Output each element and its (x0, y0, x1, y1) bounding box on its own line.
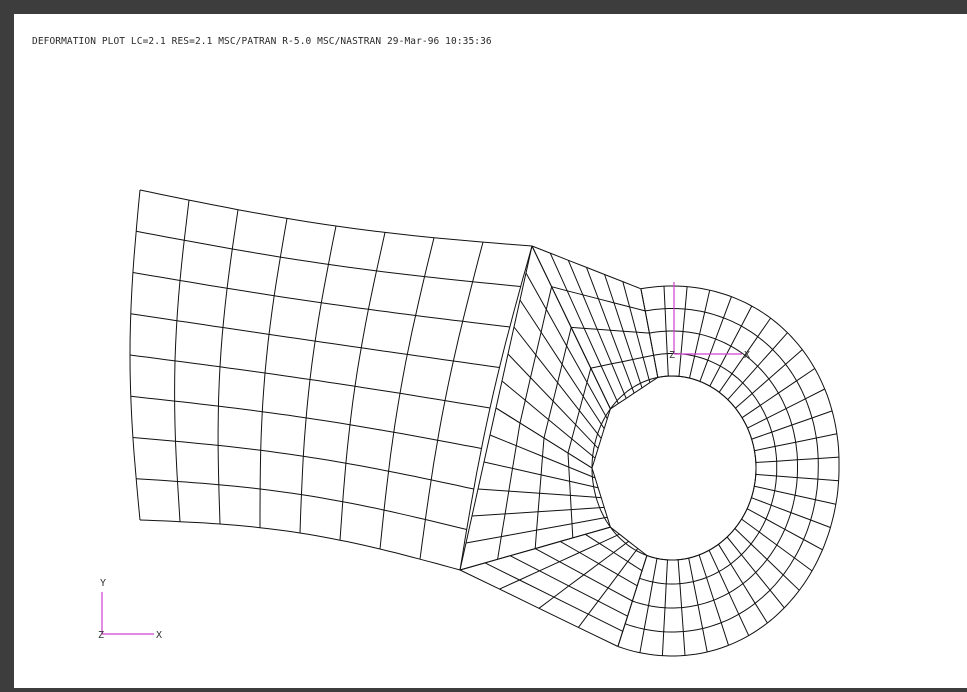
rect-horizontal-line (129, 354, 491, 409)
transition-line (519, 286, 553, 424)
ring-radial-line (727, 332, 788, 400)
global-axis-triad: Y X Z (98, 578, 162, 641)
mesh-rectangular-region (129, 189, 533, 571)
ring-radial-line (754, 485, 836, 505)
rect-horizontal-line (139, 519, 461, 571)
mesh-transition-region (459, 245, 659, 647)
ring-radial-line (617, 555, 648, 647)
ring-radial-line (639, 558, 658, 653)
graphics-viewport[interactable]: DEFORMATION PLOT LC=2.1 RES=2.1 MSC/PATR… (14, 14, 967, 688)
ring-radial-line (741, 518, 813, 572)
ring-radial-line (751, 497, 831, 528)
transition-line (538, 540, 629, 609)
rect-vertical-line (339, 232, 386, 541)
ring-radial-line (741, 368, 816, 419)
transition-line (571, 326, 650, 334)
rect-horizontal-line (132, 272, 510, 328)
ring-radial-line (735, 349, 803, 409)
transition-line (567, 452, 574, 538)
transition-line (534, 437, 545, 549)
rect-horizontal-line (139, 189, 533, 247)
mesh-hole-ring (591, 285, 840, 657)
triad-z-label: Z (98, 630, 104, 641)
ring-radial-line (747, 388, 825, 429)
ring-radial-line (726, 536, 785, 609)
ring-radial-line (699, 296, 732, 382)
triad-y-label: Y (100, 578, 106, 589)
transition-line (531, 245, 642, 290)
ring-radial-line (689, 290, 711, 379)
transition-line (543, 327, 572, 439)
local-z-label: Z (669, 350, 675, 361)
ring-radial-line (661, 559, 668, 656)
hole-edge (591, 375, 757, 561)
rect-horizontal-line (136, 478, 467, 530)
ring-radial-line (698, 554, 729, 646)
plot-title: DEFORMATION PLOT LC=2.1 RES=2.1 MSC/PATR… (32, 36, 492, 47)
ring-radial-line (754, 433, 838, 452)
rect-vertical-line (379, 237, 435, 550)
transition-line (578, 548, 639, 628)
transition-line (459, 569, 619, 647)
ring-radial-line (746, 508, 823, 551)
triad-x-label: X (156, 630, 162, 641)
ring-radial-line (718, 317, 772, 393)
transition-line (459, 407, 497, 571)
transition-line (497, 422, 521, 560)
transition-line (499, 533, 620, 590)
transition-line (567, 367, 592, 454)
rect-horizontal-line (136, 230, 521, 287)
local-x-label: X (744, 350, 750, 361)
transition-line (590, 354, 654, 369)
transition-line (591, 467, 611, 528)
rect-horizontal-line (132, 437, 474, 490)
ring-radial-line (640, 288, 659, 378)
ring-radial-line (755, 473, 839, 482)
ring-radial-line (663, 286, 669, 377)
rect-horizontal-line (130, 313, 500, 368)
rect-vertical-line (419, 241, 484, 560)
ring-radial-line (718, 544, 768, 624)
rect-horizontal-line (130, 395, 482, 449)
transition-line (610, 376, 659, 410)
ring-radial-line (708, 550, 750, 636)
transition-line (459, 526, 611, 571)
transition-line (591, 408, 611, 469)
ring-radial-line (751, 410, 833, 440)
ring-radial-line (734, 528, 800, 591)
transition-line (495, 245, 533, 409)
transition-line (551, 286, 646, 312)
local-coordinate-triad: X Z (669, 282, 750, 361)
ring-radial-line (677, 559, 686, 656)
ring-radial-line (678, 286, 688, 377)
rect-vertical-line (299, 225, 337, 534)
deformation-plot-canvas[interactable]: Y X Z X Z (14, 14, 967, 688)
ring-radial-line (709, 305, 753, 387)
ring-radial-line (688, 558, 708, 653)
ring-radial-line (755, 456, 840, 463)
